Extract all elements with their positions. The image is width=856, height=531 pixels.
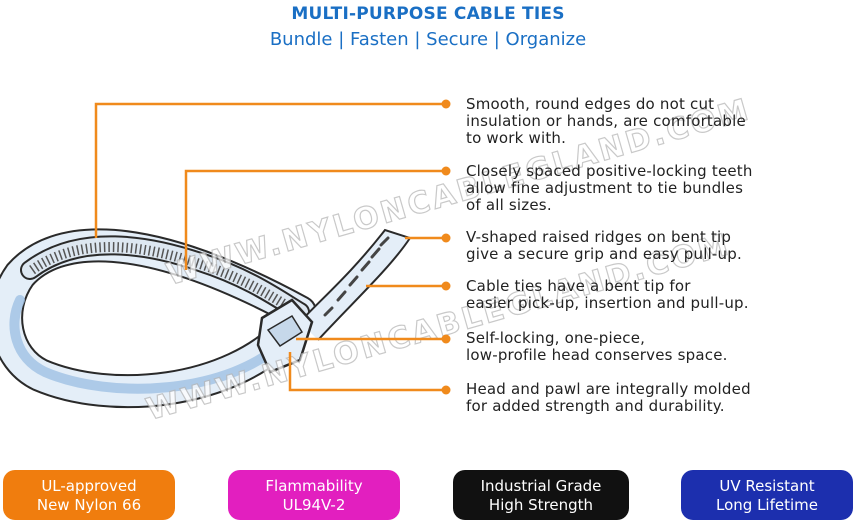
- badge-uv-resistant: UV Resistant Long Lifetime: [681, 470, 853, 520]
- leader-line-1: [94, 102, 444, 238]
- badge-line: Long Lifetime: [716, 496, 818, 514]
- callout-line: easier pick-up, insertion and pull-up.: [466, 294, 749, 312]
- callout-line: Cable ties have a bent tip for: [466, 277, 691, 295]
- badge-line: New Nylon 66: [36, 496, 142, 514]
- page-title: MULTI-PURPOSE CABLE TIES: [291, 4, 565, 24]
- tie-teeth: [29, 242, 303, 319]
- badge-line: Industrial Grade: [480, 477, 602, 495]
- badge-line: Flammability: [265, 477, 363, 495]
- page-subtitle: Bundle | Fasten | Secure | Organize: [269, 29, 587, 50]
- leader-dot-6: [441, 385, 451, 395]
- callout-line: low-profile head conserves space.: [466, 346, 728, 364]
- cable-tie-illustration: [0, 228, 412, 409]
- badge-industrial-grade: Industrial Grade High Strength: [453, 470, 629, 520]
- callout-bent-tip: Cable ties have a bent tip for easier pi…: [466, 278, 856, 312]
- leader-dots: [441, 99, 451, 395]
- callout-line: V-shaped raised ridges on bent tip: [466, 228, 732, 246]
- callout-locking-teeth: Closely spaced positive-locking teeth al…: [466, 163, 856, 214]
- badge-flammability: Flammability UL94V-2: [228, 470, 400, 520]
- leader-line-6: [288, 352, 444, 392]
- badge-line: UL94V-2: [282, 496, 346, 514]
- tie-head-slot: [266, 314, 304, 348]
- callout-line: Self-locking, one-piece,: [466, 329, 646, 347]
- callout-line: for added strength and durability.: [466, 397, 725, 415]
- badge-line: High Strength: [488, 496, 594, 514]
- callout-smooth-edges: Smooth, round edges do not cut insulatio…: [466, 96, 856, 147]
- badge-line: UV Resistant: [719, 477, 815, 495]
- leader-dot-1: [441, 99, 451, 109]
- badge-line: UL-approved: [41, 477, 137, 495]
- callout-line: insulation or hands, are comfortable: [466, 112, 746, 130]
- leader-lines: [94, 102, 444, 392]
- tie-tail-ridges: [323, 236, 390, 317]
- badge-ul-approved: UL-approved New Nylon 66: [3, 470, 175, 520]
- callout-line: to work with.: [466, 129, 567, 147]
- leader-dot-5: [441, 334, 451, 344]
- leader-dot-2: [441, 166, 451, 176]
- callout-line: give a secure grip and easy pull-up.: [466, 245, 742, 263]
- callout-v-ridges: V-shaped raised ridges on bent tip give …: [466, 229, 856, 263]
- callout-line: of all sizes.: [466, 196, 552, 214]
- leader-dot-3: [441, 233, 451, 243]
- callout-line: Closely spaced positive-locking teeth: [466, 162, 753, 180]
- leader-line-2: [184, 169, 444, 270]
- callout-line: allow fine adjustment to tie bundles: [466, 179, 744, 197]
- callout-head-pawl: Head and pawl are integrally molded for …: [466, 381, 856, 415]
- callout-self-locking-head: Self-locking, one-piece, low-profile hea…: [466, 330, 856, 364]
- callout-line: Smooth, round edges do not cut: [466, 95, 715, 113]
- callout-line: Head and pawl are integrally molded: [466, 380, 751, 398]
- leader-dot-4: [441, 281, 451, 291]
- tie-band-shade: [9, 295, 290, 394]
